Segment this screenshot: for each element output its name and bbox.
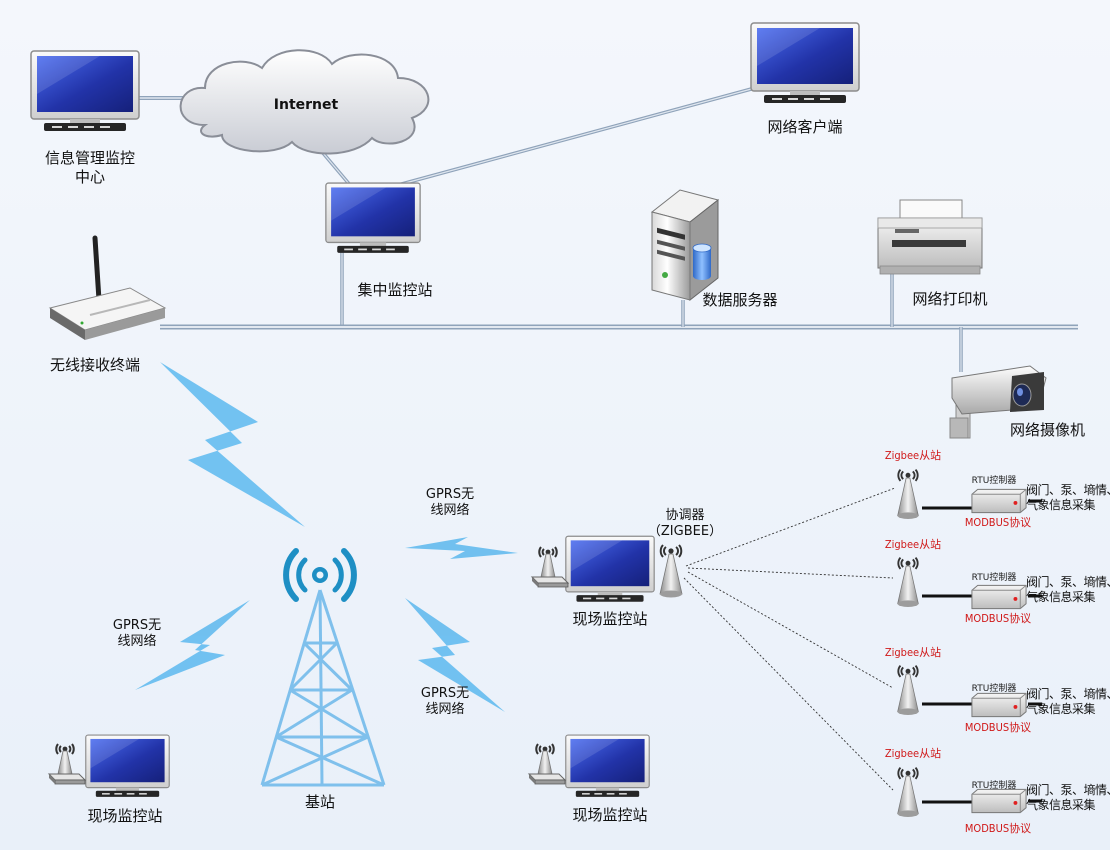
rtu-info-line1: 阀门、泵、墒情、: [1026, 687, 1110, 701]
gprs-right-label-line1: GPRS无: [420, 686, 470, 701]
coordinator-label-line2: （ZIGBEE）: [647, 524, 723, 539]
rtu-label: RTU控制器: [971, 684, 1017, 694]
rtu-info-line2: 气象信息采集: [1026, 498, 1096, 512]
network-client-label: 网络客户端: [767, 118, 843, 136]
modbus-label: MODBUS协议: [964, 822, 1032, 835]
network-camera-label: 网络摄像机: [1009, 421, 1085, 439]
network-printer-icon: [877, 199, 983, 275]
central-station-monitor: [325, 182, 421, 254]
rtu-info-line1: 阀门、泵、墒情、: [1026, 575, 1110, 589]
gprs-right-label-line2: 线网络: [425, 702, 465, 717]
zigbee-slave-label: Zigbee从站: [884, 747, 942, 760]
field-station-bottom-label: 现场监控站: [572, 806, 648, 824]
base-station-signal-icon: [283, 548, 357, 602]
rtu-info-line2: 气象信息采集: [1026, 590, 1096, 604]
zigbee-node-graphics: [896, 468, 1042, 818]
zigbee-slave-label: Zigbee从站: [884, 538, 942, 551]
wireless-receiver-label: 无线接收终端: [49, 356, 140, 374]
rtu-label: RTU控制器: [971, 573, 1017, 583]
info-center-monitor: [30, 50, 140, 132]
gprs-left-label-line2: 线网络: [117, 634, 157, 649]
field-main-antenna-icon: [531, 546, 569, 588]
field-station-left-label: 现场监控站: [87, 807, 163, 825]
network-client-monitor: [750, 22, 860, 104]
rtu-info-line1: 阀门、泵、墒情、: [1026, 483, 1110, 497]
modbus-label: MODBUS协议: [964, 516, 1032, 529]
wireless-receiver-icon: [48, 235, 167, 340]
field-bottom-antenna-icon: [528, 743, 566, 785]
network-printer-label: 网络打印机: [912, 290, 988, 308]
field-station-main-label: 现场监控站: [572, 610, 648, 628]
base-station-tower: [260, 589, 386, 787]
info-center-label-line2: 中心: [74, 168, 105, 186]
internet-label: Internet: [273, 97, 339, 113]
internet-cloud: [179, 49, 430, 155]
rtu-info-line2: 气象信息采集: [1026, 702, 1096, 716]
central-station-label: 集中监控站: [357, 281, 433, 299]
zigbee-slave-label: Zigbee从站: [884, 646, 942, 659]
coordinator-antenna-icon: [659, 544, 683, 599]
network-connections: [135, 86, 1078, 372]
coordinator-label-line1: 协调器: [665, 508, 705, 523]
rtu-label: RTU控制器: [971, 476, 1017, 486]
zigbee-links: [683, 487, 896, 791]
gprs-top-label-line2: 线网络: [430, 503, 470, 518]
data-server-label: 数据服务器: [702, 291, 778, 309]
rtu-info-line2: 气象信息采集: [1026, 798, 1096, 812]
wireless-links: [135, 362, 518, 712]
field-station-left-monitor: [85, 734, 170, 798]
rtu-label: RTU控制器: [971, 781, 1017, 791]
modbus-label: MODBUS协议: [964, 721, 1032, 734]
network-camera-icon: [949, 365, 1047, 439]
info-center-label-line1: 信息管理监控: [44, 149, 135, 167]
gprs-left-label-line1: GPRS无: [112, 618, 162, 633]
rtu-info-line1: 阀门、泵、墒情、: [1026, 783, 1110, 797]
modbus-label: MODBUS协议: [964, 612, 1032, 625]
field-station-bottom-monitor: [565, 734, 650, 798]
base-station-label: 基站: [304, 793, 335, 811]
data-server-icon: [650, 189, 720, 302]
gprs-top-label-line1: GPRS无: [425, 487, 475, 502]
field-left-antenna-icon: [48, 743, 86, 785]
zigbee-slave-label: Zigbee从站: [884, 449, 942, 462]
field-station-main-monitor: [565, 535, 655, 603]
